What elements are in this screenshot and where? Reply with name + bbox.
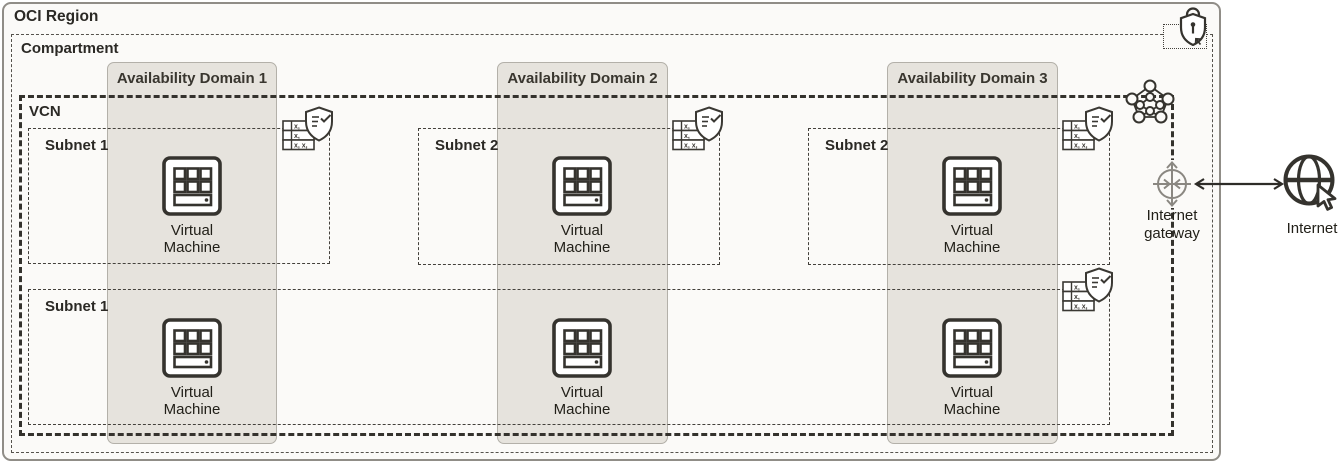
security-list-icon: x, x, x, x,: [282, 106, 333, 151]
vm-label: Virtual Machine: [553, 384, 611, 419]
subnet-1-top-box: Subnet 1: [28, 128, 330, 264]
vm-label: Virtual Machine: [943, 222, 1001, 257]
subnet-1-bottom-label: Subnet 1: [45, 298, 109, 315]
virtual-machine-icon: [942, 318, 1002, 378]
vm-label: Virtual Machine: [163, 222, 221, 257]
svg-text:x,: x,: [1074, 294, 1080, 301]
vm-ad1-bottom-subnet: Virtual Machine: [107, 317, 277, 419]
security-list-icon: x, x, x, x,: [1062, 267, 1113, 312]
virtual-machine-icon: [552, 156, 612, 216]
vm-ad1-subnet1: Virtual Machine: [107, 155, 277, 257]
vm-label: Virtual Machine: [943, 384, 1001, 419]
vcn-box: [19, 95, 1174, 436]
vm-ad2-bottom-subnet: Virtual Machine: [497, 317, 667, 419]
availability-domain-1-label: Availability Domain 1: [116, 70, 268, 87]
security-list-icon: x, x, x, x,: [672, 106, 723, 151]
vm-ad3-bottom-subnet: Virtual Machine: [887, 317, 1057, 419]
compartment-box: [11, 34, 1213, 453]
subnet-1-bottom-box: Subnet 1: [28, 289, 1110, 425]
subnet-2-ad3-label: Subnet 2: [825, 137, 889, 154]
virtual-machine-icon: [942, 156, 1002, 216]
subnet-1-top-label: Subnet 1: [45, 137, 109, 154]
availability-domain-2-label: Availability Domain 2: [507, 70, 658, 87]
internet-label: Internet: [1286, 220, 1338, 237]
virtual-machine-icon: [162, 318, 222, 378]
lock-shield-icon: [1179, 7, 1207, 46]
svg-text:x,: x,: [294, 124, 300, 131]
svg-text:x,: x,: [1074, 124, 1080, 131]
vm-label: Virtual Machine: [553, 222, 611, 257]
availability-domain-3-label: Availability Domain 3: [897, 70, 1048, 87]
security-list-icon: x, x, x, x,: [1062, 106, 1113, 151]
virtual-machine-icon: [162, 156, 222, 216]
internet-gateway-label: Internet gateway: [1144, 207, 1200, 242]
availability-domain-2-column: Availability Domain 2: [497, 62, 668, 444]
svg-text:x, x,: x, x,: [294, 143, 308, 150]
vm-label: Virtual Machine: [163, 384, 221, 419]
internet-gateway-icon: [1153, 160, 1191, 208]
subnet-2-ad2-box: Subnet 2: [418, 128, 720, 265]
subnet-2-ad2-label: Subnet 2: [435, 137, 499, 154]
vm-ad3-subnet2: Virtual Machine: [887, 155, 1057, 257]
svg-text:x,: x,: [1074, 285, 1080, 292]
oci-region-label: OCI Region: [14, 8, 99, 25]
vm-ad2-subnet2: Virtual Machine: [497, 155, 667, 257]
network-mesh-icon: [1125, 79, 1175, 124]
svg-text:x,: x,: [684, 124, 690, 131]
globe-cursor-icon: [1283, 154, 1337, 211]
svg-text:x, x,: x, x,: [1074, 304, 1088, 311]
svg-text:x, x,: x, x,: [684, 143, 698, 150]
compartment-label: Compartment: [21, 40, 119, 57]
svg-text:x, x,: x, x,: [1074, 143, 1088, 150]
virtual-machine-icon: [552, 318, 612, 378]
svg-text:x,: x,: [1074, 133, 1080, 140]
svg-text:x,: x,: [684, 133, 690, 140]
subnet-2-ad3-box: Subnet 2: [808, 128, 1110, 265]
vcn-label: VCN: [29, 103, 61, 120]
svg-text:x,: x,: [294, 133, 300, 140]
availability-domain-1-column: Availability Domain 1: [107, 62, 277, 444]
bidirectional-arrow: [1193, 178, 1285, 190]
availability-domain-3-column: Availability Domain 3: [887, 62, 1058, 444]
